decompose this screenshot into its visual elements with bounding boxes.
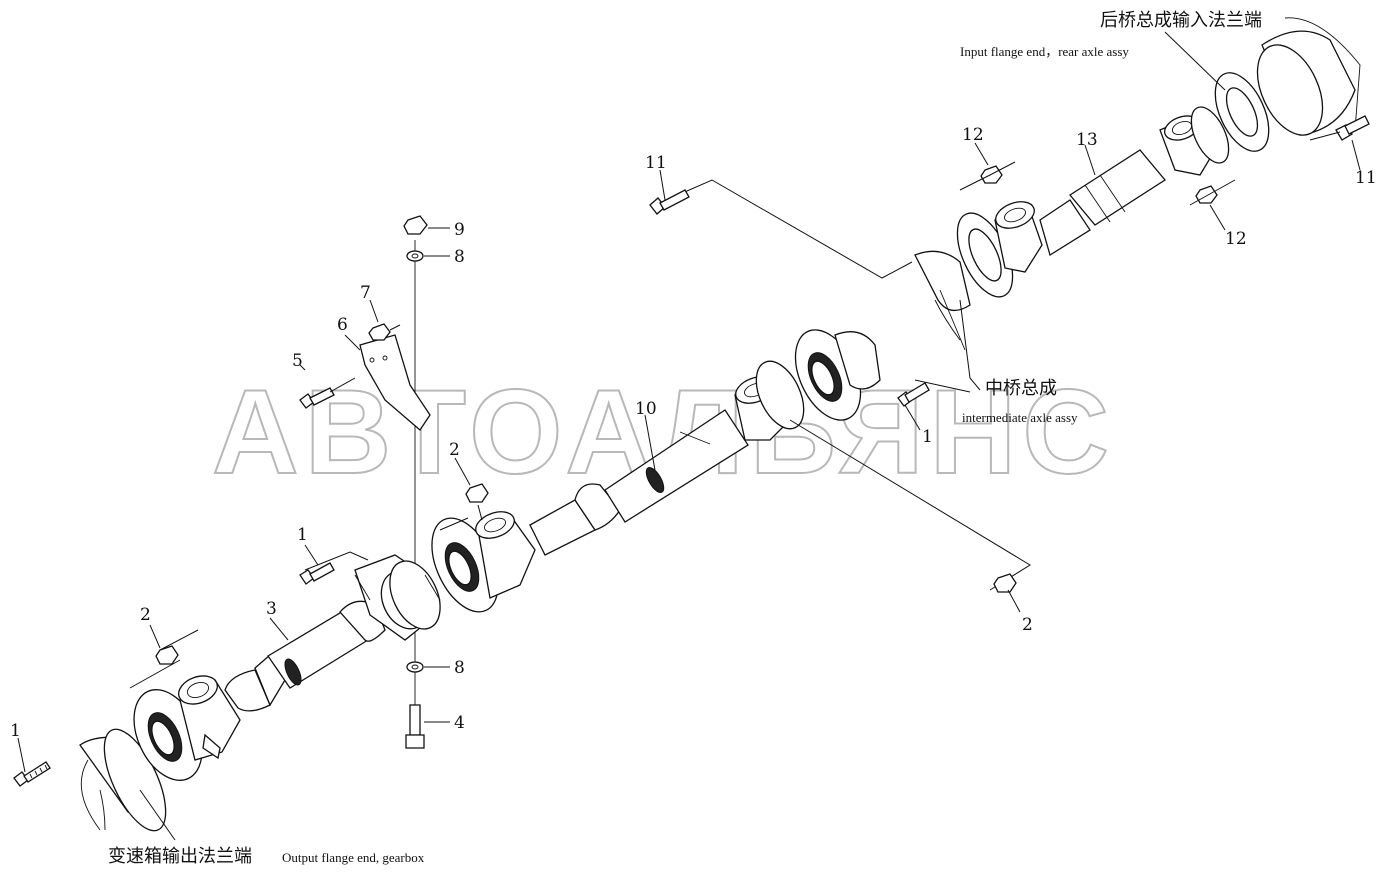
callout-2-right: 2 <box>1022 615 1033 635</box>
callout-12-lower: 12 <box>1225 229 1247 249</box>
callout-4: 4 <box>454 713 465 733</box>
bolt-part-1-bracket <box>299 562 335 585</box>
callout-9: 9 <box>454 220 465 240</box>
callout-2-middle: 2 <box>449 440 460 460</box>
bolt-part-5 <box>299 387 335 409</box>
middle-axle-label-cn: 中桥总成 <box>985 378 1057 399</box>
nut-part-2-left <box>155 645 179 665</box>
front-tube-part-3 <box>267 600 386 689</box>
callout-13: 13 <box>1076 130 1098 150</box>
callout-6: 6 <box>337 315 348 335</box>
nut-part-2-right <box>993 573 1017 593</box>
gearbox-label-cn: 变速箱输出法兰端 <box>108 846 252 867</box>
front-slip-yoke <box>224 654 286 712</box>
rear-axle-label-cn: 后桥总成输入法兰端 <box>1100 10 1262 31</box>
middle-axle-universal-joint <box>734 329 881 441</box>
callout-3: 3 <box>266 599 277 619</box>
washer-part-8-upper <box>406 250 424 262</box>
middle-axle-label-en: intermediate axle assy <box>962 410 1078 425</box>
rear-universal-joint-back <box>1159 106 1230 176</box>
callout-1-gearbox: 1 <box>10 721 21 741</box>
callout-8-upper: 8 <box>454 247 465 267</box>
rear-axle-input-flange <box>1214 17 1361 152</box>
nut-part-7 <box>368 323 391 341</box>
main-tube <box>529 409 749 556</box>
callout-8-lower: 8 <box>454 658 465 678</box>
rear-axle-label-en: Input flange end，rear axle assy <box>960 44 1129 59</box>
callout-11-right: 11 <box>1355 168 1377 188</box>
bolt-part-4 <box>405 704 425 749</box>
bolt-part-11-left <box>649 189 690 215</box>
callout-1-middle-axle: 1 <box>922 427 933 447</box>
gearbox-label-en: Output flange end, gearbox <box>282 850 425 865</box>
callout-11-left: 11 <box>645 153 667 173</box>
nut-part-2-middle <box>465 483 489 503</box>
callout-10: 10 <box>635 399 657 419</box>
support-bracket-part-6 <box>359 334 431 431</box>
middle-universal-joint <box>431 511 536 613</box>
callout-7: 7 <box>360 283 371 303</box>
rear-tube-part-13 <box>1039 149 1166 257</box>
callout-12-upper: 12 <box>962 125 984 145</box>
callout-5: 5 <box>292 351 303 371</box>
bolt-part-1-gearbox <box>13 761 51 787</box>
bolt-part-11-right <box>1335 115 1370 141</box>
rear-universal-joint-front <box>994 201 1043 273</box>
washer-part-8-lower <box>406 661 424 673</box>
callout-1-bracket: 1 <box>297 525 308 545</box>
nut-part-9 <box>403 215 428 235</box>
callout-2-left: 2 <box>140 605 151 625</box>
center-bearing-bracket <box>354 554 441 641</box>
front-universal-joint <box>133 675 241 781</box>
bolt-part-1-middle-axle <box>897 382 930 407</box>
middle-axle-output-flange <box>914 212 1014 351</box>
